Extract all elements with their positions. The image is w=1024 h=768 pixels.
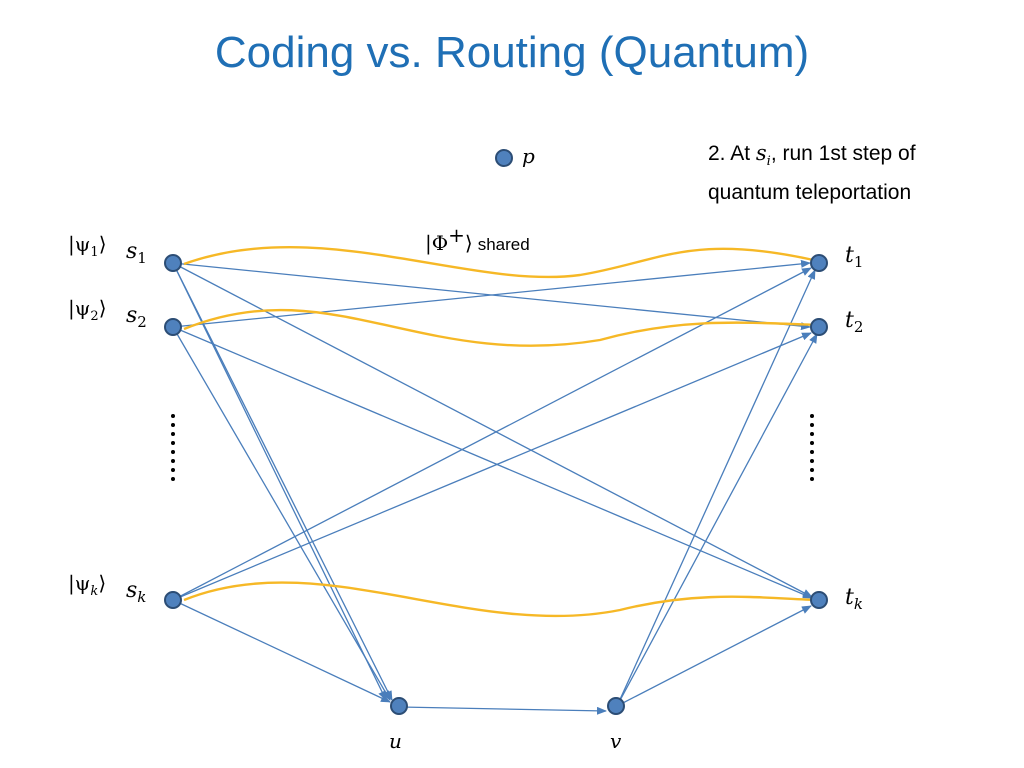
ellipsis-sinks (810, 414, 814, 481)
node-u (390, 697, 408, 715)
entangled-pair-1 (183, 246, 819, 279)
edge-s2-u (172, 326, 391, 701)
label-s2: s2 (126, 303, 147, 331)
entangled-pair-2 (183, 308, 819, 347)
label-p: p (522, 144, 535, 168)
label-s1: s1 (126, 239, 147, 267)
edge-sk-u (172, 599, 391, 703)
edge-s2-t1 (172, 259, 811, 328)
shared-state-label: |Φ+⟩shared (425, 223, 530, 256)
slide-title: Coding vs. Routing (Quantum) (214, 28, 810, 77)
label-t2: t2 (845, 308, 863, 336)
edge-v-t1 (616, 269, 816, 707)
edge-s1-tk (172, 262, 813, 598)
edge-u-v (399, 706, 607, 715)
edge-v-tk (616, 605, 812, 707)
entanglement-links (183, 246, 819, 618)
node-sk (164, 591, 182, 609)
caption-line-1: 2. At si, run 1st step of (708, 141, 916, 170)
label-tk: tk (845, 585, 863, 613)
node-v (607, 697, 625, 715)
label-v: v (610, 729, 622, 753)
node-t1 (810, 254, 828, 272)
nodes (164, 149, 828, 715)
state-psik: |ψk⟩ (68, 571, 106, 599)
edge-s2-tk (172, 326, 813, 599)
edge-s1-u-a (172, 262, 387, 701)
edges (172, 259, 818, 715)
label-sk: sk (126, 578, 146, 606)
ellipsis-sources (171, 414, 175, 481)
edge-v-t2 (616, 333, 818, 707)
step-caption: 2. At si, run 1st step of quantum telepo… (708, 138, 916, 208)
node-s1 (164, 254, 182, 272)
node-s2 (164, 318, 182, 336)
label-u: u (389, 729, 402, 753)
caption-line-2: quantum teleportation (708, 181, 912, 205)
state-psi2: |ψ2⟩ (68, 296, 107, 324)
edge-s1-u-b (172, 262, 393, 701)
state-psi1: |ψ1⟩ (68, 232, 107, 260)
node-t2 (810, 318, 828, 336)
edge-sk-t2 (172, 332, 812, 601)
node-p (495, 149, 513, 167)
node-tk (810, 591, 828, 609)
entangled-pair-k (183, 581, 819, 618)
label-t1: t1 (845, 243, 863, 271)
